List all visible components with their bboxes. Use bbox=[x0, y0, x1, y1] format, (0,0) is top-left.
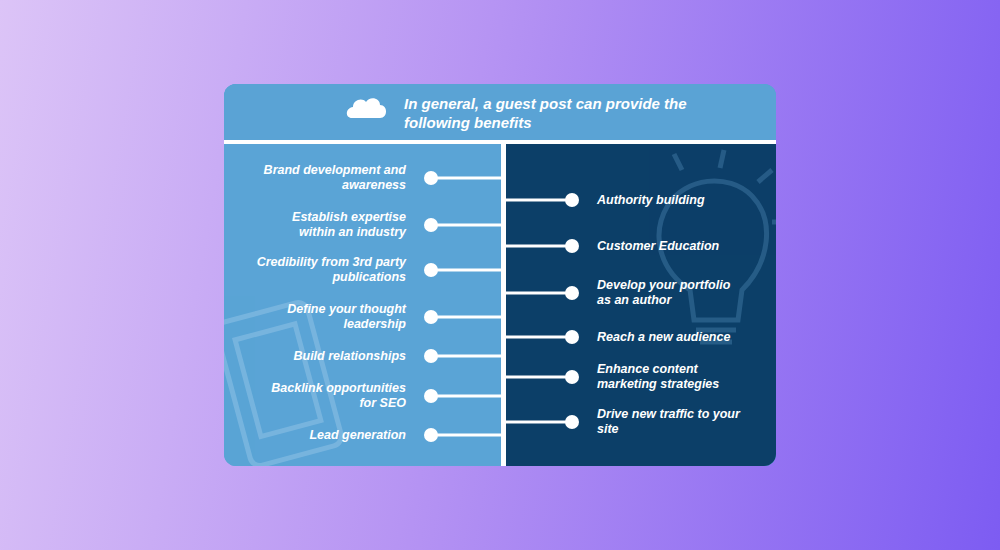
benefit-text: Customer Education bbox=[597, 239, 747, 254]
benefit-text: Develop your portfolio as an author bbox=[597, 278, 747, 308]
bullet-dot bbox=[565, 330, 579, 344]
benefit-text: Define your thought leadership bbox=[256, 302, 406, 332]
bullet-dot bbox=[424, 310, 438, 324]
bullet-dot bbox=[565, 193, 579, 207]
leader-line bbox=[506, 421, 572, 424]
left-panel bbox=[224, 84, 776, 466]
leader-line bbox=[431, 316, 503, 319]
leader-line bbox=[431, 355, 503, 358]
bullet-dot bbox=[424, 428, 438, 442]
bullet-dot bbox=[424, 389, 438, 403]
bullet-dot bbox=[565, 370, 579, 384]
leader-line bbox=[506, 292, 572, 295]
bullet-dot bbox=[424, 218, 438, 232]
bullet-dot bbox=[565, 239, 579, 253]
benefit-text: Reach a new audience bbox=[597, 330, 747, 345]
connector-lines bbox=[424, 171, 579, 442]
benefit-text: Establish expertise within an industry bbox=[256, 210, 406, 240]
bullet-dot bbox=[565, 415, 579, 429]
leader-line bbox=[506, 199, 572, 202]
bullet-dot bbox=[424, 349, 438, 363]
benefit-text: Backlink opportunities for SEO bbox=[256, 381, 406, 411]
cloud-icon bbox=[347, 98, 386, 118]
leader-line bbox=[431, 177, 503, 180]
header-band bbox=[224, 84, 776, 140]
bullet-dot bbox=[565, 286, 579, 300]
leader-line bbox=[431, 224, 503, 227]
bullet-dot bbox=[424, 171, 438, 185]
benefit-text: Enhance content marketing strategies bbox=[597, 362, 747, 392]
leader-line bbox=[506, 376, 572, 379]
center-line bbox=[501, 144, 506, 466]
leader-line bbox=[506, 336, 572, 339]
benefit-text: Credibility from 3rd party publications bbox=[256, 255, 406, 285]
header-rule bbox=[224, 140, 776, 144]
leader-line bbox=[506, 245, 572, 248]
title-text: In general, a guest post can provide the… bbox=[404, 94, 704, 132]
benefit-text: Brand development and awareness bbox=[256, 163, 406, 193]
leader-line bbox=[431, 434, 503, 437]
benefit-text: Build relationships bbox=[256, 349, 406, 364]
leader-line bbox=[431, 395, 503, 398]
right-panel bbox=[506, 144, 776, 466]
leader-line bbox=[431, 269, 503, 272]
benefit-text: Drive new traffic to your site bbox=[597, 407, 747, 437]
benefit-text: Authority building bbox=[597, 193, 747, 208]
bullet-dot bbox=[424, 263, 438, 277]
benefit-text: Lead generation bbox=[256, 428, 406, 443]
